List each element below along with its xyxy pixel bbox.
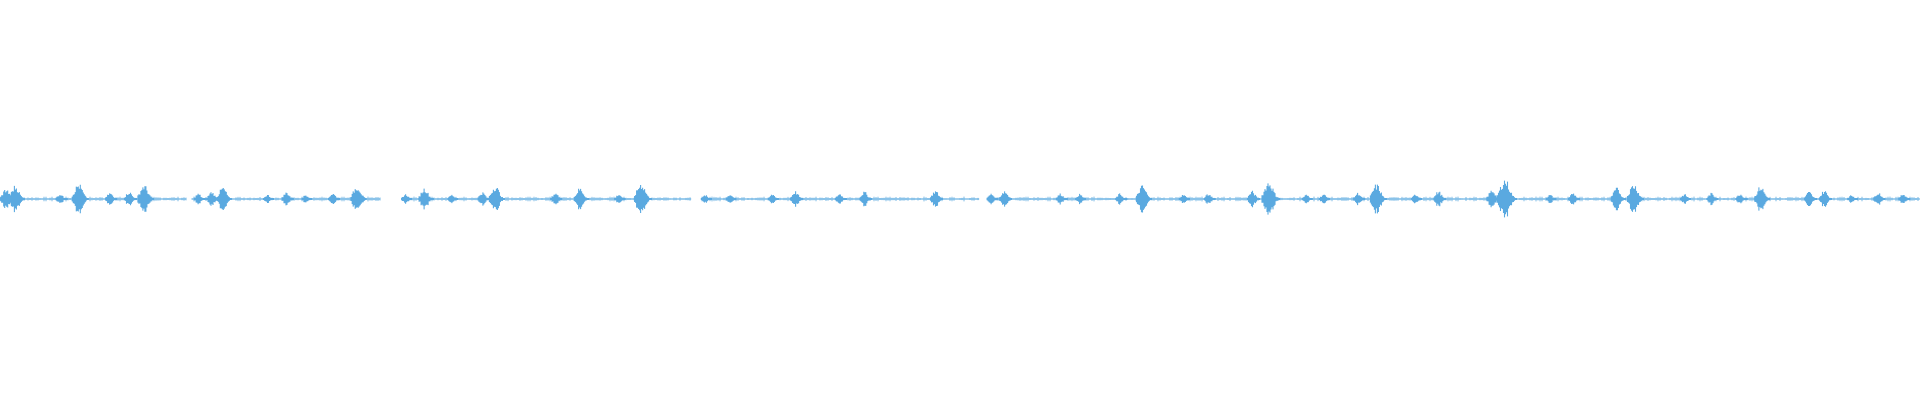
waveform-burst xyxy=(123,192,138,206)
waveform-burst xyxy=(634,185,653,213)
waveform-burst xyxy=(614,195,626,203)
waveform-burst xyxy=(700,195,712,203)
waveform-burst xyxy=(1261,183,1281,215)
waveform-burst xyxy=(1246,190,1261,208)
waveform-burst xyxy=(1496,180,1518,218)
waveform-burst xyxy=(1735,194,1748,204)
waveform-burst xyxy=(725,195,737,203)
waveform-burst xyxy=(1754,187,1771,211)
waveform-burst xyxy=(350,189,367,209)
waveform-burst xyxy=(216,188,232,210)
waveform-burst xyxy=(8,185,25,213)
waveform-burst xyxy=(767,194,779,204)
waveform-burst xyxy=(1568,193,1581,205)
waveform-burst xyxy=(1706,192,1719,206)
waveform-burst xyxy=(1610,187,1626,211)
waveform-burst xyxy=(1818,191,1833,207)
waveform-burst xyxy=(488,188,505,210)
waveform-burst xyxy=(834,194,847,204)
waveform-burst xyxy=(262,195,275,203)
waveform-burst xyxy=(55,195,68,203)
waveform-burst xyxy=(1433,191,1447,207)
waveform-burst xyxy=(550,193,563,205)
waveform-burst xyxy=(574,188,590,210)
waveform-burst xyxy=(105,193,118,205)
waveform-burst xyxy=(1847,195,1859,203)
waveform-burst xyxy=(1135,185,1153,213)
waveform-burst xyxy=(281,192,294,206)
waveform-burst xyxy=(1545,195,1557,203)
waveform-burst xyxy=(477,192,490,206)
waveform-burst xyxy=(1318,194,1330,204)
waveform-burst xyxy=(859,191,873,207)
waveform-burst xyxy=(1055,193,1068,205)
waveform-burst xyxy=(1115,193,1128,205)
waveform-burst xyxy=(1679,194,1691,204)
waveform-burst xyxy=(401,194,413,204)
waveform-burst xyxy=(1626,186,1645,212)
waveform-burst xyxy=(301,195,313,203)
waveform-burst xyxy=(327,194,340,204)
waveform-burst xyxy=(193,193,206,205)
waveform-burst xyxy=(986,193,999,205)
waveform-burst xyxy=(447,194,459,204)
waveform-burst xyxy=(790,191,804,207)
waveform-burst xyxy=(999,191,1013,207)
waveform-burst xyxy=(1803,192,1818,206)
waveform-burst xyxy=(1075,193,1087,205)
waveform-burst xyxy=(137,186,155,212)
waveform-burst xyxy=(1301,194,1313,204)
waveform-burst xyxy=(418,188,434,210)
waveform-burst xyxy=(71,184,89,214)
waveform-burst xyxy=(1178,195,1190,203)
waveform-burst xyxy=(1353,192,1366,206)
waveform-burst xyxy=(1898,195,1911,203)
waveform-burst xyxy=(1411,194,1423,204)
waveform-burst xyxy=(1873,193,1886,205)
waveform-burst xyxy=(1369,184,1387,214)
waveform-burst xyxy=(929,191,944,207)
waveform-burst xyxy=(1203,194,1216,204)
